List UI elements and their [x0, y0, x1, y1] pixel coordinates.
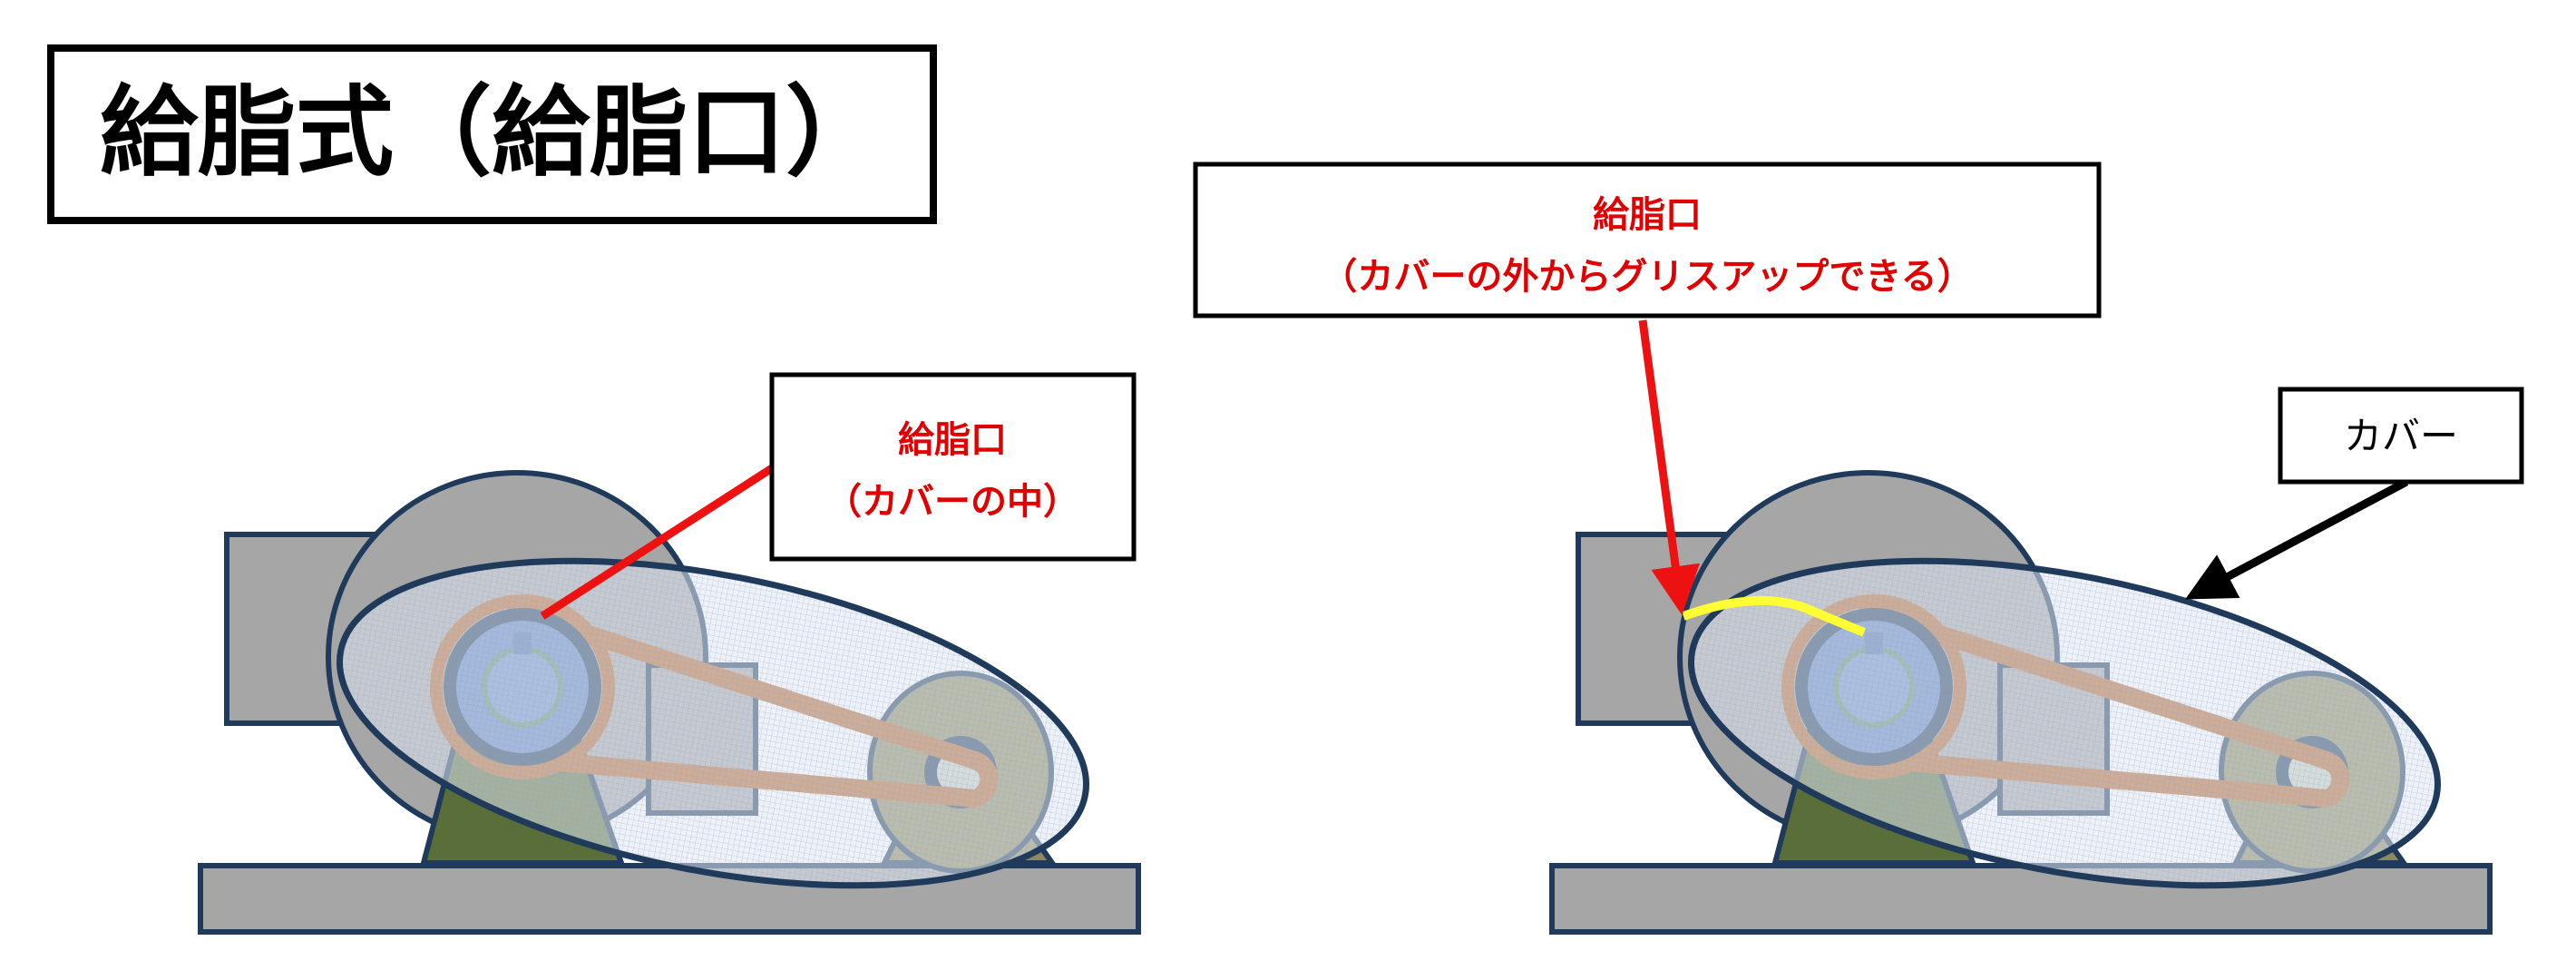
- callout-arrow-right: [1638, 319, 1700, 615]
- cover-label-box: [2278, 387, 2524, 485]
- right-machine-diagram: 給脂口 （カバーの外からグリスアップできる） カバー: [1193, 162, 2524, 941]
- callout-right-line1: 給脂口: [1593, 194, 1702, 236]
- callout-box-left: [769, 372, 1137, 562]
- callout-right-line2: （カバーの外からグリスアップできる）: [1321, 256, 1973, 298]
- callout-box-right: [1193, 162, 2102, 318]
- grease-line: [1682, 595, 1866, 637]
- page-title: 給脂式（給脂口）: [100, 76, 883, 190]
- title-box: [47, 44, 937, 224]
- callout-left-line2: （カバーの中）: [825, 481, 1079, 523]
- cover-arrow: [2185, 478, 2409, 600]
- left-machine-diagram: 給脂口 （カバーの中）: [200, 372, 1138, 941]
- callout-line-left: [540, 465, 775, 620]
- callout-left-line1: 給脂口: [898, 419, 1007, 461]
- cover-label: カバー: [2344, 414, 2458, 458]
